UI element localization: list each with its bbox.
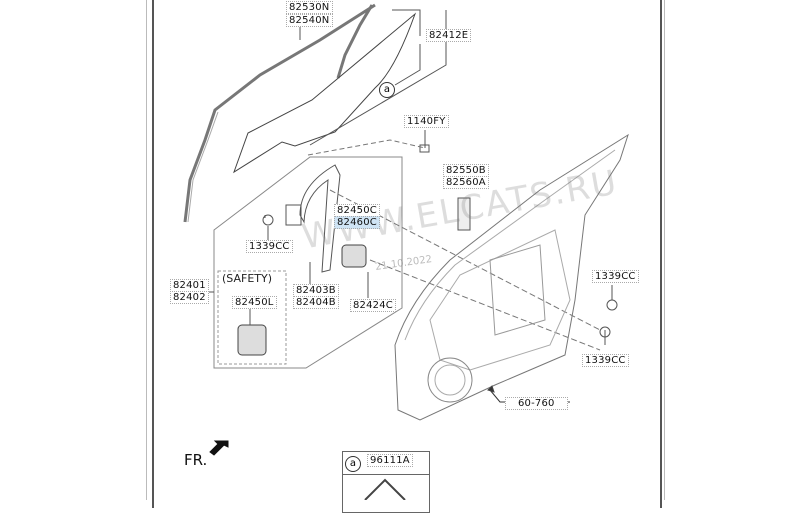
regulator-box [213,156,403,369]
left-margin-line [146,0,147,500]
part-label-1339cc-left[interactable]: 1339CC [246,240,293,253]
parts-diagram-artwork [183,3,629,500]
part-label-96111a[interactable]: 96111A [367,454,413,467]
regulator-motor [341,244,367,268]
diagram-sheet [152,0,662,508]
part-label-82412e[interactable]: 82412E [426,29,472,42]
door-panel [394,133,629,421]
part-label-1140fy[interactable]: 1140FY [404,115,449,128]
rear-channel [336,4,374,79]
part-label-82460c[interactable]: 82460C [334,216,380,229]
front-direction-label: FR. [184,451,208,469]
part-label-1339cc-right-bottom[interactable]: 1339CC [582,354,629,367]
door-glass [233,12,417,174]
window-regulator [299,164,341,273]
part-label-82402[interactable]: 82402 [170,291,209,304]
part-label-60-760[interactable]: 60-760 [505,397,568,410]
ref-marker-a: a [379,82,395,98]
part-label-1339cc-right-top[interactable]: 1339CC [592,270,639,283]
right-margin-line [664,0,665,500]
speaker-opening [427,357,473,403]
glass-run-channel [183,3,376,223]
part-label-82401[interactable]: 82401 [170,279,209,292]
part-label-82540n[interactable]: 82540N [286,14,333,27]
part-label-82450l[interactable]: 82450L [232,296,277,309]
safety-label: (SAFETY) [222,272,273,285]
part-label-82530n[interactable]: 82530N [286,1,333,14]
safety-box [217,270,287,365]
part-label-82404b[interactable]: 82404B [293,296,339,309]
part-label-82560a[interactable]: 82560A [443,176,489,189]
front-arrow [209,440,229,456]
inset-ref-marker-a: a [345,456,361,472]
safety-motor [237,324,267,356]
part-label-82424c[interactable]: 82424C [350,299,396,312]
